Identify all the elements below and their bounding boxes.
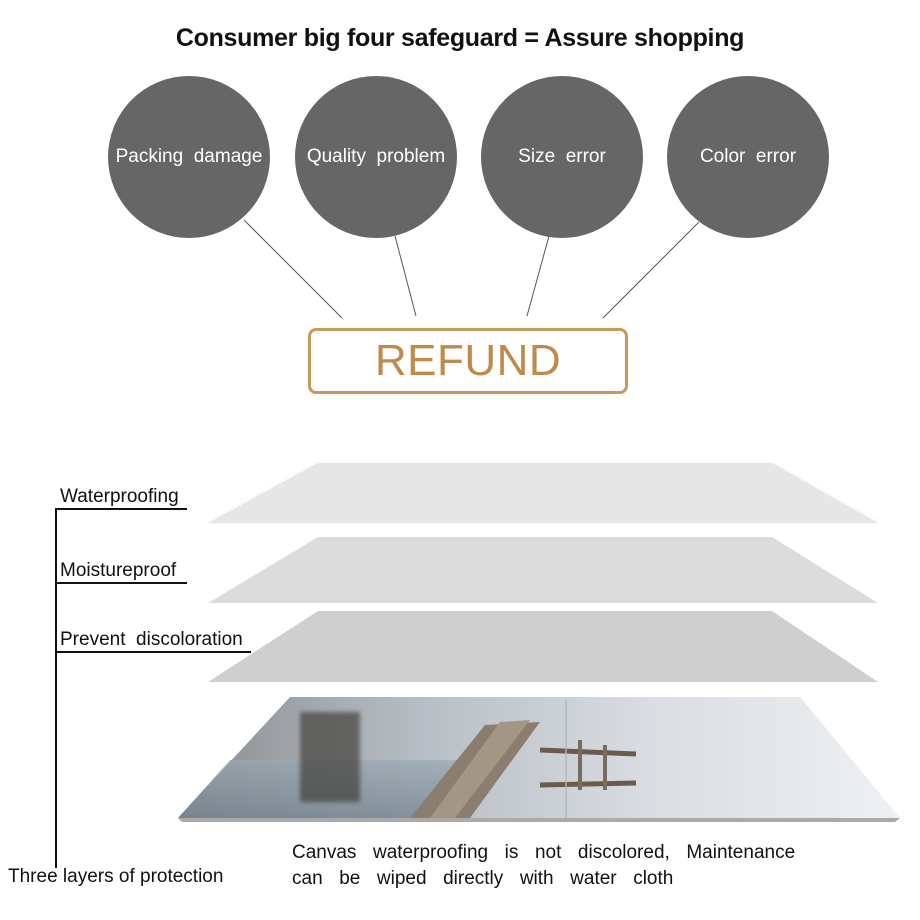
layer-label-waterproofing: Waterproofing xyxy=(60,486,179,507)
layers-bracket-line xyxy=(55,510,57,868)
page-title: Consumer big four safeguard = Assure sho… xyxy=(175,24,745,52)
layer-sheet-prevent-discoloration xyxy=(208,611,878,682)
canvas-print xyxy=(178,697,900,822)
refund-box: REFUND xyxy=(308,328,628,394)
safeguard-label: Quality problem xyxy=(306,146,446,167)
safeguard-label: Color error xyxy=(699,146,797,167)
layer-label-underline xyxy=(55,582,187,584)
safeguard-packing-damage: Packing damage xyxy=(108,76,270,238)
layer-label-underline xyxy=(55,508,187,510)
connector-line xyxy=(526,235,550,317)
safeguard-color-error: Color error xyxy=(667,76,829,238)
layer-sheet-moistureproof xyxy=(208,537,878,603)
layer-label-moistureproof: Moistureproof xyxy=(60,560,177,581)
connector-line xyxy=(394,235,417,317)
layer-label-underline xyxy=(55,651,251,653)
connector-line xyxy=(602,221,700,319)
connector-line xyxy=(243,219,343,319)
layer-label-prevent-discoloration: Prevent discoloration xyxy=(60,629,243,650)
canvas-caption: Canvas waterproofing is not discolored, … xyxy=(292,840,812,892)
connector-lines xyxy=(243,219,700,319)
safeguard-label: Size error xyxy=(518,146,606,167)
caption-line-2: can be wiped directly with water cloth xyxy=(292,868,674,889)
safeguard-label: Packing damage xyxy=(115,146,263,167)
safeguard-size-error: Size error xyxy=(481,76,643,238)
refund-label: REFUND xyxy=(374,336,562,385)
layers-group-label: Three layers of protection xyxy=(8,866,224,887)
caption-line-1: Canvas waterproofing is not discolored, … xyxy=(292,842,796,863)
safeguard-quality-problem: Quality problem xyxy=(295,76,457,238)
